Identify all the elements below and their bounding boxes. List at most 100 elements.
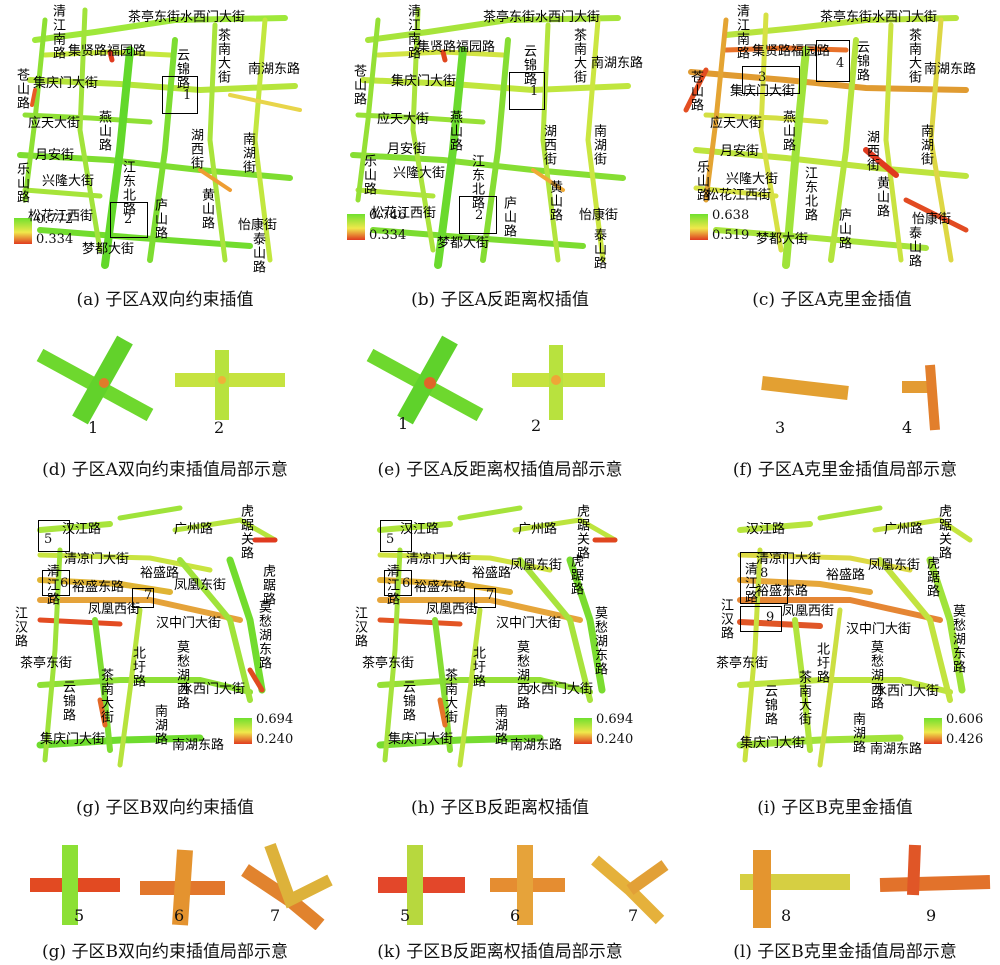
road-label: 茶亭东街水西门大街 xyxy=(128,10,246,25)
legend-max: 0.772 xyxy=(36,212,74,227)
road-label: 水西门大街 xyxy=(528,682,594,697)
detail-box-label: 9 xyxy=(766,610,775,625)
road-label: 泰山路 xyxy=(906,226,921,268)
panel-caption: (k) 子区B反距离权插值局部示意 xyxy=(377,942,623,962)
road-label: 广州路 xyxy=(884,522,924,537)
legend-gradient xyxy=(14,218,32,244)
detail-box-label: 2 xyxy=(124,212,133,227)
detail-number: 6 xyxy=(174,906,185,925)
detail-box xyxy=(740,552,788,604)
map-panel-b-bidirectional: 0.694 0.240 5 6 7 汉江路 广州路 虎踞关路 清凉门大街 清江路… xyxy=(0,500,330,770)
road-label: 云锦路 xyxy=(174,48,189,90)
road-label: 应天大街 xyxy=(377,112,430,127)
legend-gradient xyxy=(690,214,708,240)
detail-box-label: 8 xyxy=(760,566,769,581)
road-label: 黄山路 xyxy=(199,188,214,230)
detail-box-label: 5 xyxy=(386,532,395,547)
road-label: 江东北路 xyxy=(469,154,484,210)
detail-number: 5 xyxy=(400,906,411,925)
road-label: 茶南大街 xyxy=(215,28,230,84)
road-label: 南湖街 xyxy=(240,132,255,174)
road-label: 云锦路 xyxy=(60,680,75,722)
detail-box xyxy=(816,40,850,82)
road-label: 苍山路 xyxy=(351,64,366,106)
road-label: 裕盛东路 xyxy=(756,584,809,599)
legend-max: 0.606 xyxy=(946,712,984,727)
panel-caption: (g) 子区B双向约束插值 xyxy=(75,798,255,818)
detail-number: 8 xyxy=(781,906,792,925)
panel-caption: (c) 子区A克里金插值 xyxy=(752,290,912,310)
detail-box xyxy=(380,520,412,552)
detail-3-kriging xyxy=(761,376,849,400)
detail-number: 1 xyxy=(88,418,99,437)
road-label: 黄山路 xyxy=(547,180,562,222)
road-label: 茶南大街 xyxy=(442,668,457,724)
road-label: 燕山路 xyxy=(780,110,795,152)
road-label: 庐山路 xyxy=(501,196,516,238)
road-label: 茶南大街 xyxy=(571,28,586,84)
detail-box-label: 1 xyxy=(183,88,192,103)
legend-gradient xyxy=(234,718,252,744)
detail-number: 2 xyxy=(531,416,542,435)
panel-caption: (b) 子区A反距离权插值 xyxy=(411,290,589,310)
road-label: 江汉路 xyxy=(718,598,733,640)
road-label: 清江路 xyxy=(742,562,757,604)
road-network-map xyxy=(350,7,631,269)
map-panel-a-kriging: 0.638 0.519 3 4 茶亭东街水西门大街 清江南路 集贤路福园路 茶南… xyxy=(666,0,1000,280)
legend-gradient xyxy=(574,718,592,744)
legend-max: 0.638 xyxy=(712,208,750,223)
road-label: 水西门大街 xyxy=(874,684,940,699)
road-label: 汉江路 xyxy=(62,522,102,537)
road-label: 应天大街 xyxy=(710,116,763,131)
road-label: 茶亭东街水西门大街 xyxy=(483,10,601,25)
road-label: 凤凰东街 xyxy=(868,558,921,573)
detail-box-label: 1 xyxy=(530,84,539,99)
road-label: 汉江路 xyxy=(746,522,786,537)
panel-caption: (e) 子区A反距离权插值局部示意 xyxy=(377,460,623,480)
road-label: 云锦路 xyxy=(762,684,777,726)
road-label: 南湖东路 xyxy=(870,742,923,757)
road-label: 江东北路 xyxy=(802,166,817,222)
legend-max: 0.694 xyxy=(596,712,634,727)
detail-box xyxy=(474,588,496,608)
road-label: 清江南路 xyxy=(734,4,749,60)
road-label: 江汉路 xyxy=(352,606,367,648)
panel-caption: (f) 子区A克里金插值局部示意 xyxy=(732,460,958,480)
road-label: 梦都大街 xyxy=(82,242,135,257)
road-label: 广州路 xyxy=(518,522,558,537)
road-label: 月安街 xyxy=(387,142,427,157)
legend-min: 0.240 xyxy=(256,732,294,747)
road-label: 茶亭东街 xyxy=(716,656,769,671)
detail-number: 5 xyxy=(74,906,85,925)
road-label: 莫愁湖西路 xyxy=(514,640,529,710)
road-label: 燕山路 xyxy=(447,110,462,152)
road-label: 梦都大街 xyxy=(756,232,809,247)
road-label: 月安街 xyxy=(35,148,75,163)
road-label: 云锦路 xyxy=(854,40,869,82)
legend-max: 0.694 xyxy=(256,712,294,727)
road-label: 南湖东路 xyxy=(172,738,225,753)
detail-number: 1 xyxy=(398,414,409,433)
road-label: 莫愁湖东路 xyxy=(592,606,607,676)
detail-1-bidirectional xyxy=(36,335,154,425)
road-label: 湖西街 xyxy=(864,130,879,172)
panel-caption: (g) 子区B双向约束插值局部示意 xyxy=(41,942,289,962)
detail-crops-a xyxy=(36,335,940,431)
road-label: 集庆门大街 xyxy=(388,732,454,747)
road-label: 凤凰西街 xyxy=(782,604,835,619)
detail-8-kriging xyxy=(740,850,850,928)
panel-caption: (d) 子区A双向约束插值局部示意 xyxy=(42,460,288,480)
road-label: 怡康街 xyxy=(238,218,278,233)
road-label: 虎踞路 xyxy=(924,556,939,598)
detail-crops-b xyxy=(30,842,991,930)
detail-6-bidirectional xyxy=(140,849,225,926)
detail-box xyxy=(162,76,198,114)
detail-6-idw xyxy=(490,845,565,925)
road-label: 裕盛东路 xyxy=(414,580,467,595)
map-panel-b-idw: 0.694 0.240 5 6 7 汉江路 广州路 虎踞关路 清凉门大街 清江路… xyxy=(340,500,670,770)
detail-4-kriging xyxy=(902,364,940,431)
road-label: 茶南大街 xyxy=(98,668,113,724)
panel-caption: (i) 子区B克里金插值 xyxy=(757,798,913,818)
legend-max: 0.746 xyxy=(369,208,407,223)
road-label: 月安街 xyxy=(720,144,760,159)
